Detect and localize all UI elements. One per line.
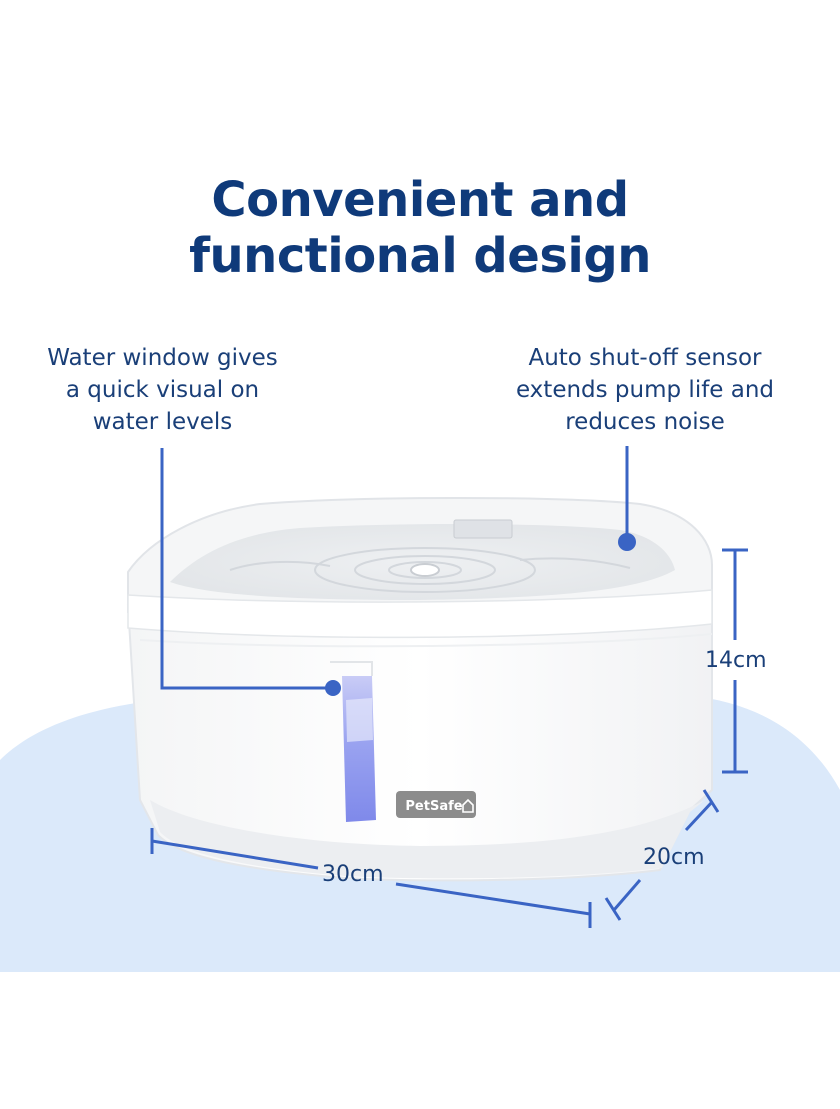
width-dimension-line: [150, 828, 592, 928]
height-dimension-line: [722, 548, 748, 774]
body-seam: [139, 633, 713, 648]
house-icon: [462, 798, 474, 813]
sensor-tab: [453, 519, 513, 539]
page-title: Convenient and functional design: [0, 172, 840, 284]
depth-dimension-label: 20cm: [643, 845, 705, 870]
petsafe-logo-text: PetSafe: [405, 799, 462, 814]
fountain-spout: [410, 563, 440, 577]
water-window: [342, 676, 376, 822]
body-notch: [330, 661, 373, 676]
fountain-lid-band: [127, 589, 713, 639]
fountain-body: [126, 593, 713, 882]
title-line-2: functional design: [189, 228, 651, 284]
sensor-pointer-dot: [618, 533, 636, 551]
water-window-pointer-line: [160, 448, 332, 690]
fountain-base-shadow: [150, 800, 705, 879]
water-window-pointer-dot: [325, 680, 341, 696]
title-line-1: Convenient and: [211, 172, 629, 228]
auto-shutoff-callout: Auto shut-off sensor extends pump life a…: [515, 345, 775, 435]
depth-dimension-line: [604, 789, 720, 921]
width-dimension-label: 30cm: [322, 862, 384, 887]
water-ripples: [229, 547, 631, 593]
height-dimension-label: 14cm: [705, 648, 767, 673]
petsafe-logo: PetSafe: [396, 791, 476, 818]
water-window-callout: Water window gives a quick visual on wat…: [47, 345, 278, 435]
water-window-highlight: [346, 698, 373, 742]
